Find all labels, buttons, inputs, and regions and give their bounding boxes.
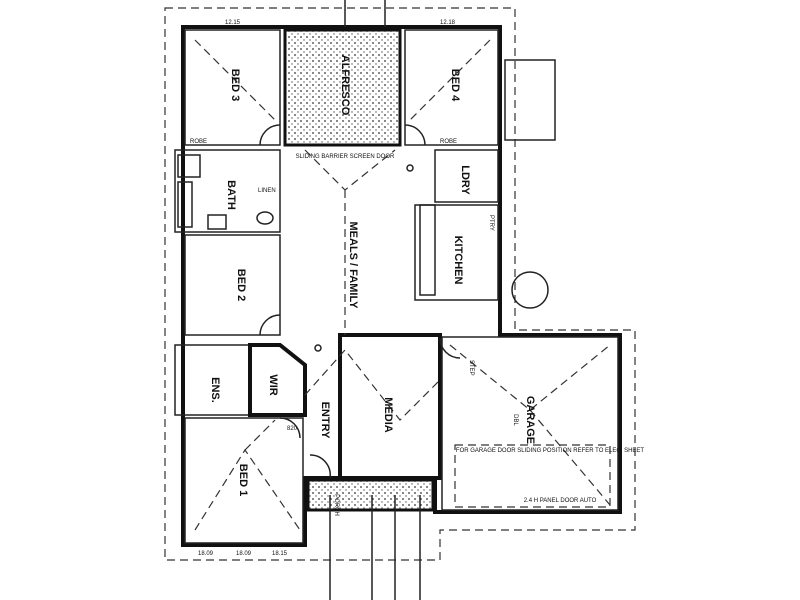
label-bed3: BED 3	[229, 69, 241, 101]
label-entry: ENTRY	[319, 402, 331, 440]
door-label-820: 820	[287, 426, 298, 432]
room-bath	[174, 149, 281, 233]
note-panel-door: 2.4 H PANEL DOOR AUTO	[524, 498, 597, 504]
room-porch	[306, 478, 435, 512]
room-kitchen	[414, 204, 499, 301]
room-garage	[441, 336, 619, 511]
label-bed2: BED 2	[235, 269, 247, 301]
room-bed4	[404, 29, 499, 146]
note-sliding-door: SLIDING BARRIER SCREEN DOOR	[296, 154, 395, 160]
window-label-4: 18.09	[236, 551, 252, 557]
label-meals-family: MEALS / FAMILY	[347, 222, 359, 310]
note-step: STEP	[468, 360, 474, 376]
room-media	[338, 333, 442, 480]
window-label-5: 18.15	[272, 551, 288, 557]
fixtures	[177, 59, 556, 352]
leader-lines	[329, 0, 421, 600]
note-garage-door: FOR GARAGE DOOR SLIDING POSITION REFER T…	[456, 448, 644, 454]
ceiling-lines	[194, 39, 611, 531]
note-robe-bed4: ROBE	[440, 139, 457, 145]
note-linen: LINEN	[258, 188, 276, 194]
label-wir: WIR	[267, 374, 279, 395]
label-bed1: BED 1	[237, 464, 249, 496]
window-label-2: 12.18	[440, 20, 456, 26]
room-bed2	[184, 234, 281, 336]
label-bed4: BED 4	[449, 69, 461, 102]
label-ensuite: ENS.	[209, 377, 221, 403]
roof-outline	[164, 7, 636, 561]
label-porch: PORCH	[333, 494, 339, 516]
note-robe-bed3: ROBE	[190, 139, 207, 145]
room-laundry	[434, 149, 499, 203]
label-laundry: LDRY	[459, 165, 471, 195]
window-label-1: 12.15	[225, 20, 241, 26]
label-alfresco: ALFRESCO	[339, 55, 351, 116]
door-swings	[259, 124, 461, 479]
room-bed1	[184, 417, 304, 544]
room-alfresco	[283, 28, 402, 147]
label-media: MEDIA	[382, 397, 394, 433]
label-kitchen: KITCHEN	[452, 236, 464, 285]
window-label-3: 18.09	[198, 551, 214, 557]
room-wir	[248, 343, 307, 417]
external-walls	[181, 25, 622, 547]
label-garage-sub: DBL	[512, 414, 518, 426]
label-garage: GARAGE	[524, 396, 536, 444]
note-pantry: PTRY	[488, 215, 494, 231]
label-bath: BATH	[225, 180, 237, 210]
room-bed3	[184, 29, 281, 146]
